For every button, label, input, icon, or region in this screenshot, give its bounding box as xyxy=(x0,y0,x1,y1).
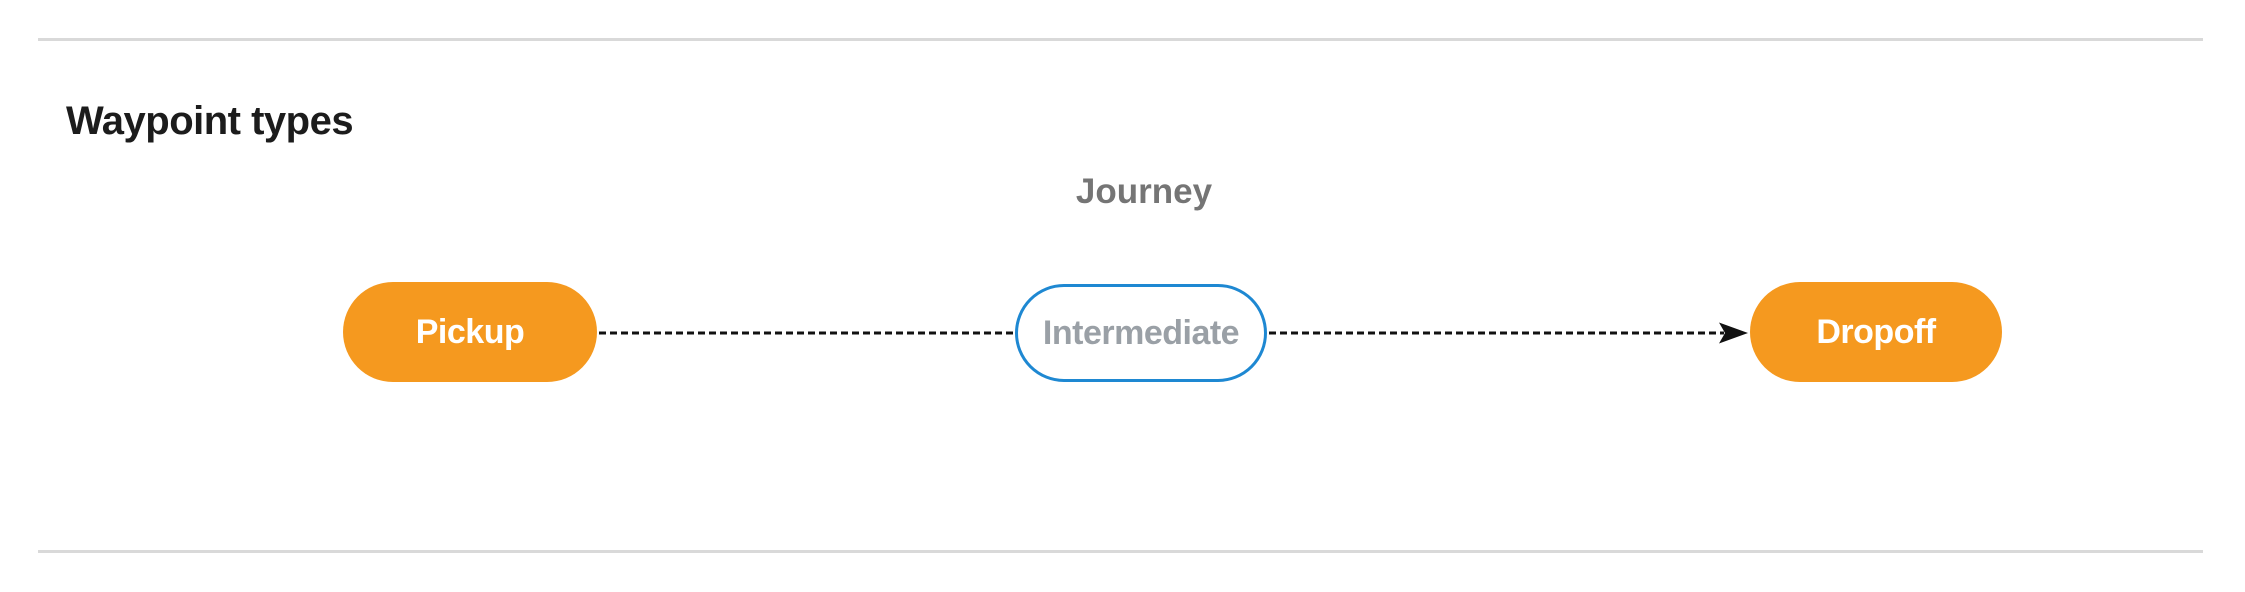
node-pickup-label: Pickup xyxy=(415,312,525,351)
journey-label: Journey xyxy=(1075,172,1213,211)
page-title: Waypoint types xyxy=(66,99,354,144)
node-intermediate: Intermediate xyxy=(1015,284,1267,382)
node-dropoff: Dropoff xyxy=(1750,282,2002,382)
node-pickup: Pickup xyxy=(343,282,597,382)
bottom-divider xyxy=(38,550,2203,553)
node-intermediate-label: Intermediate xyxy=(1042,313,1240,352)
top-divider xyxy=(38,38,2203,41)
node-dropoff-label: Dropoff xyxy=(1816,312,1936,351)
arrowhead-icon xyxy=(1719,322,1748,344)
